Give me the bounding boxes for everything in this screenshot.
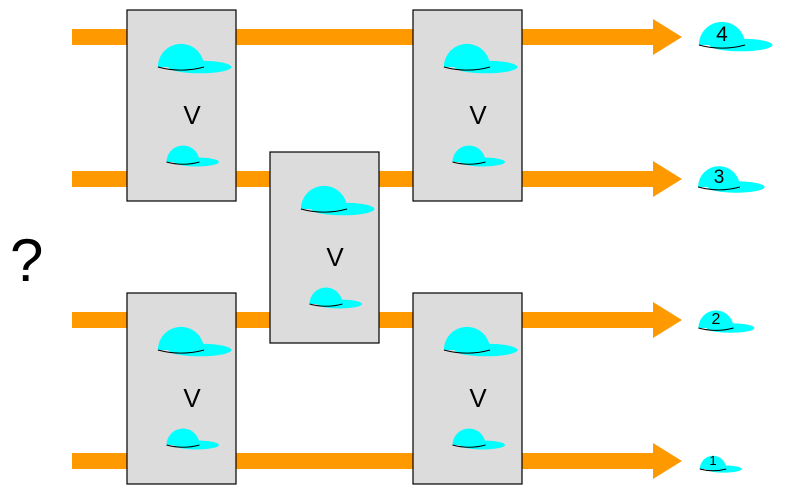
arrowhead-icon [653, 443, 682, 479]
comparator-label: V [469, 383, 487, 413]
comparator-box [412, 292, 523, 485]
comparator-box [126, 9, 237, 202]
hat-large-icon [443, 43, 518, 74]
comparator-5: V [412, 292, 523, 485]
arrowhead-icon [653, 302, 682, 338]
comparator-2: V [126, 292, 237, 485]
output-label: 2 [712, 311, 721, 328]
output-label: 1 [709, 453, 716, 468]
comparator-label: V [183, 383, 201, 413]
hat-icon [698, 21, 773, 52]
comparator-box [269, 151, 380, 344]
comparator-3: V [269, 151, 380, 344]
comparator-1: V [126, 9, 237, 202]
input-question-mark: ? [10, 227, 43, 294]
output-label: 4 [716, 23, 728, 46]
hat-small-icon [166, 145, 219, 167]
output-label: 3 [714, 167, 725, 188]
comparator-box [126, 292, 237, 485]
output-lane-2: 2 [698, 310, 755, 333]
hat-large-icon [157, 43, 232, 74]
outputs: 4 3 2 1 [697, 21, 773, 473]
hat-small-icon [452, 428, 505, 450]
comparator-label: V [326, 242, 344, 272]
arrowhead-icon [653, 161, 682, 197]
hat-large-icon [300, 185, 375, 216]
output-lane-3: 3 [697, 166, 765, 193]
hat-small-icon [166, 428, 219, 450]
arrowhead-icon [653, 19, 682, 55]
hat-icon [697, 166, 765, 193]
hat-small-icon [309, 287, 362, 309]
output-lane-1: 1 [699, 453, 742, 473]
hat-icon [698, 310, 755, 333]
comparator-4: V [412, 9, 523, 202]
comparator-label: V [469, 100, 487, 130]
hat-large-icon [443, 326, 518, 357]
hat-large-icon [157, 326, 232, 357]
comparator-box [412, 9, 523, 202]
hat-small-icon [452, 145, 505, 167]
hat-icon [699, 455, 742, 473]
comparator-label: V [183, 100, 201, 130]
comparators: V V V V V [126, 9, 523, 485]
output-lane-4: 4 [698, 21, 773, 52]
